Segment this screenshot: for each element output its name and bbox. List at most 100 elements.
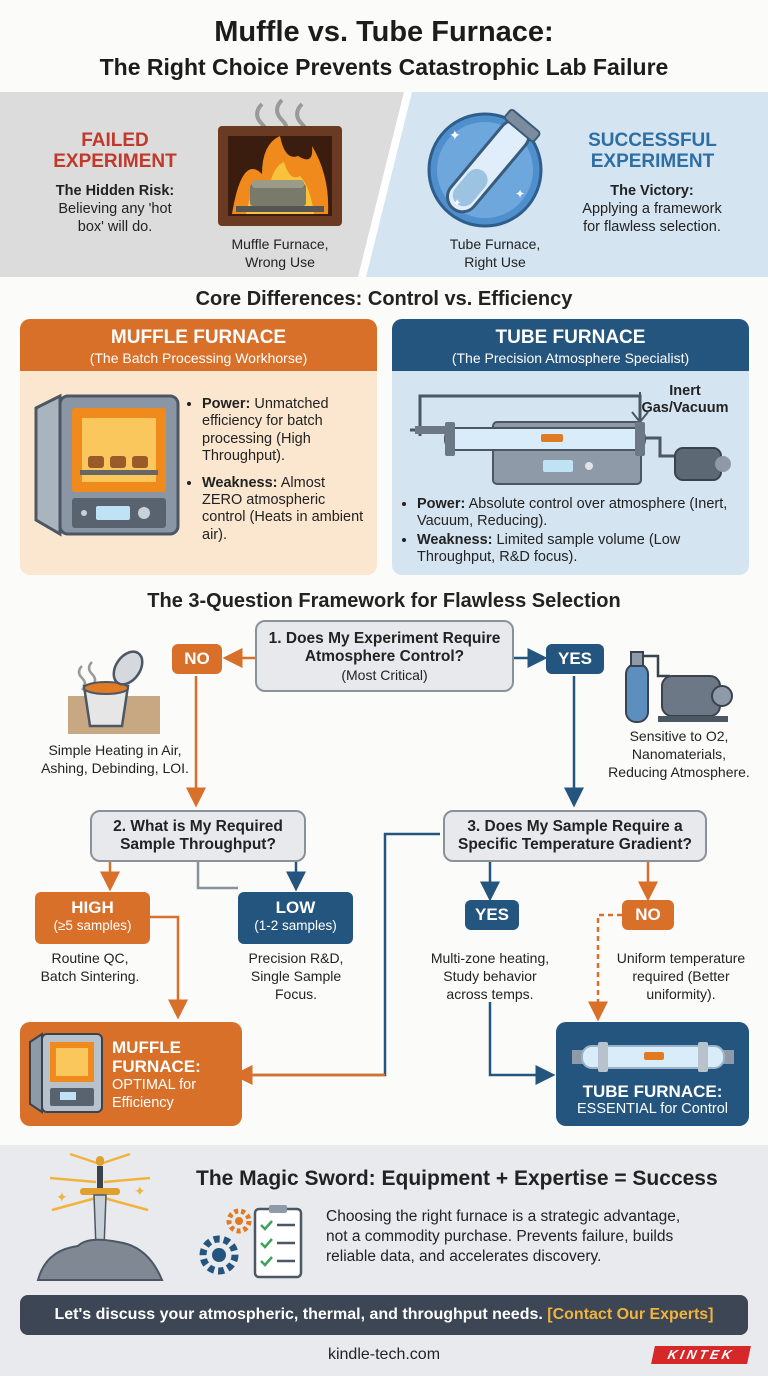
result-muffle-line2: FURNACE:: [112, 1057, 201, 1076]
framework-heading: The 3-Question Framework for Flawless Se…: [147, 590, 621, 612]
result-tube-box: [556, 1022, 749, 1126]
question-3-line1: 3. Does My Sample Require a: [467, 818, 683, 835]
air-desc-2: Ashing, Debinding, LOI.: [41, 760, 189, 776]
victory-title: The Victory:: [610, 183, 694, 199]
high-note: (≥5 samples): [53, 918, 132, 933]
muffle-panel-subtitle: (The Batch Processing Workhorse): [89, 350, 308, 366]
inert-gas-label-2: Gas/Vacuum: [641, 400, 729, 416]
muffle-power-item: Power: Unmatched efficiency for batch pr…: [202, 396, 368, 466]
result-muffle-line3: OPTIMAL for: [112, 1077, 197, 1093]
svg-text:✦: ✦: [449, 128, 461, 144]
question-1-line1: 1. Does My Experiment Require: [268, 630, 501, 647]
sensitive-desc-3: Reducing Atmosphere.: [608, 764, 750, 780]
question-1-note: (Most Critical): [341, 666, 428, 683]
high-label: HIGH: [71, 898, 114, 917]
sword-text-2: not a commodity purchase. Prevents failu…: [326, 1228, 674, 1245]
question-1-box: 1. Does My Experiment Require Atmosphere…: [255, 620, 514, 692]
glowing-sample-tube-icon: ✦ ✦ ✦: [427, 108, 543, 228]
sword-text-3: reliable data, and accelerates discovery…: [326, 1248, 602, 1265]
result-muffle-line1: MUFFLE: [112, 1038, 181, 1057]
hidden-risk-text-1: Believing any 'hot: [58, 201, 172, 217]
tube-caption-1: Tube Furnace,: [449, 236, 541, 252]
question-2-line2: Sample Throughput?: [120, 836, 276, 854]
sword-text-1: Choosing the right furnace is a strategi…: [326, 1208, 681, 1225]
result-tube-line1: TUBE FURNACE:: [582, 1082, 723, 1101]
question-3-box: 3. Does My Sample Require a Specific Tem…: [443, 810, 707, 862]
low-throughput-badge: LOW (1-2 samples): [238, 892, 353, 944]
cta-banner: Let's discuss your atmospheric, thermal,…: [20, 1295, 748, 1335]
muffle-panel-title: MUFFLE FURNACE: [110, 327, 287, 348]
website-url[interactable]: kindle-tech.com: [327, 1346, 441, 1363]
gas-cylinder-pump-icon: [625, 651, 733, 723]
muffle-caption-2: Wrong Use: [245, 254, 315, 270]
svg-text:✦: ✦: [453, 198, 461, 209]
low-desc-2: Single Sample: [250, 968, 342, 984]
burning-muffle-furnace-icon: [218, 98, 342, 226]
muffle-power-text: Unmatched efficiency for batch processin…: [202, 396, 329, 465]
kintek-logo: KINTEK: [651, 1346, 751, 1364]
result-muffle-icon: [29, 1032, 103, 1114]
no2-desc-1: Uniform temperature: [616, 950, 746, 966]
svg-text:✦: ✦: [134, 1184, 146, 1200]
victory-text-1: Applying a framework: [582, 201, 722, 217]
q3-no-badge: NO: [622, 900, 674, 930]
sword-in-stone-icon: ✦ ✦: [36, 1152, 164, 1281]
yes2-desc-1: Multi-zone heating,: [430, 950, 550, 966]
core-differences-heading: Core Differences: Control vs. Efficiency: [195, 288, 573, 310]
high-desc-1: Routine QC,: [51, 950, 129, 966]
page-subtitle: The Right Choice Prevents Catastrophic L…: [99, 54, 669, 80]
low-desc-3: Focus.: [274, 986, 317, 1002]
question-2-box: 2. What is My Required Sample Throughput…: [90, 810, 306, 862]
yes2-desc-2: Study behavior: [443, 968, 537, 984]
question-1-line2: Atmosphere Control?: [304, 648, 465, 666]
muffle-furnace-icon: [34, 393, 180, 537]
muffle-caption-1: Muffle Furnace,: [231, 236, 329, 252]
low-desc-1: Precision R&D,: [248, 950, 344, 966]
tube-weakness-text: Limited sample volume (Low Throughput, R…: [417, 531, 681, 565]
low-label: LOW: [275, 898, 316, 917]
muffle-power-label: Power:: [202, 396, 251, 412]
tube-power-label: Power:: [417, 496, 466, 512]
tube-caption-2: Right Use: [464, 254, 526, 270]
magic-sword-heading: The Magic Sword: Equipment + Expertise =…: [196, 1167, 718, 1190]
sensitive-desc-1: Sensitive to O2,: [629, 728, 729, 744]
tube-panel-header: TUBE FURNACE (The Precision Atmosphere S…: [392, 319, 749, 371]
contact-experts-link[interactable]: [Contact Our Experts]: [547, 1306, 714, 1323]
tube-panel-subtitle: (The Precision Atmosphere Specialist): [451, 350, 690, 366]
tube-power-item: Power: Absolute control over atmosphere …: [417, 496, 743, 530]
tube-weakness-label: Weakness:: [417, 531, 493, 548]
inert-gas-label-1: Inert: [669, 383, 701, 399]
q1-no-badge: NO: [172, 644, 222, 674]
question-2-line1: 2. What is My Required: [113, 818, 283, 835]
sensitive-desc-2: Nanomaterials,: [631, 746, 727, 762]
muffle-weakness-text: Almost ZERO atmospheric control (Heats i…: [202, 474, 364, 543]
no2-desc-3: uniformity).: [646, 986, 716, 1002]
result-tube-line2: ESSENTIAL for Control: [577, 1101, 728, 1117]
result-muffle-line4: Efficiency: [112, 1095, 174, 1111]
tube-furnace-icon: [410, 392, 731, 485]
tube-power-text: Absolute control over atmosphere (Inert,…: [417, 496, 728, 529]
tube-panel-title: TUBE FURNACE: [495, 327, 646, 348]
svg-text:✦: ✦: [56, 1190, 68, 1206]
crucible-icon: [68, 650, 160, 734]
cta-text: Let's discuss your atmospheric, thermal,…: [54, 1306, 543, 1323]
svg-text:✦: ✦: [515, 187, 525, 201]
hidden-risk-title: The Hidden Risk:: [55, 183, 175, 199]
success-label-1: SUCCESSFUL: [588, 130, 717, 151]
air-desc-1: Simple Heating in Air,: [48, 742, 182, 758]
question-3-line2: Specific Temperature Gradient?: [458, 836, 692, 854]
failed-label-1: FAILED: [81, 130, 149, 151]
muffle-weakness-label: Weakness:: [202, 474, 278, 491]
result-tube-icon: [572, 1042, 734, 1072]
gears-checklist-icon: [199, 1205, 303, 1279]
low-note: (1-2 samples): [254, 918, 337, 933]
failed-label-2: EXPERIMENT: [53, 151, 177, 172]
high-throughput-badge: HIGH (≥5 samples): [35, 892, 150, 944]
yes2-desc-3: across temps.: [446, 986, 534, 1002]
victory-text-2: for flawless selection.: [583, 219, 721, 235]
hidden-risk-text-2: box' will do.: [77, 219, 153, 235]
muffle-bullets: Power: Unmatched efficiency for batch pr…: [188, 396, 368, 553]
tube-weakness-item: Weakness: Limited sample volume (Low Thr…: [417, 532, 743, 566]
tube-bullets: Power: Absolute control over atmosphere …: [403, 496, 743, 575]
